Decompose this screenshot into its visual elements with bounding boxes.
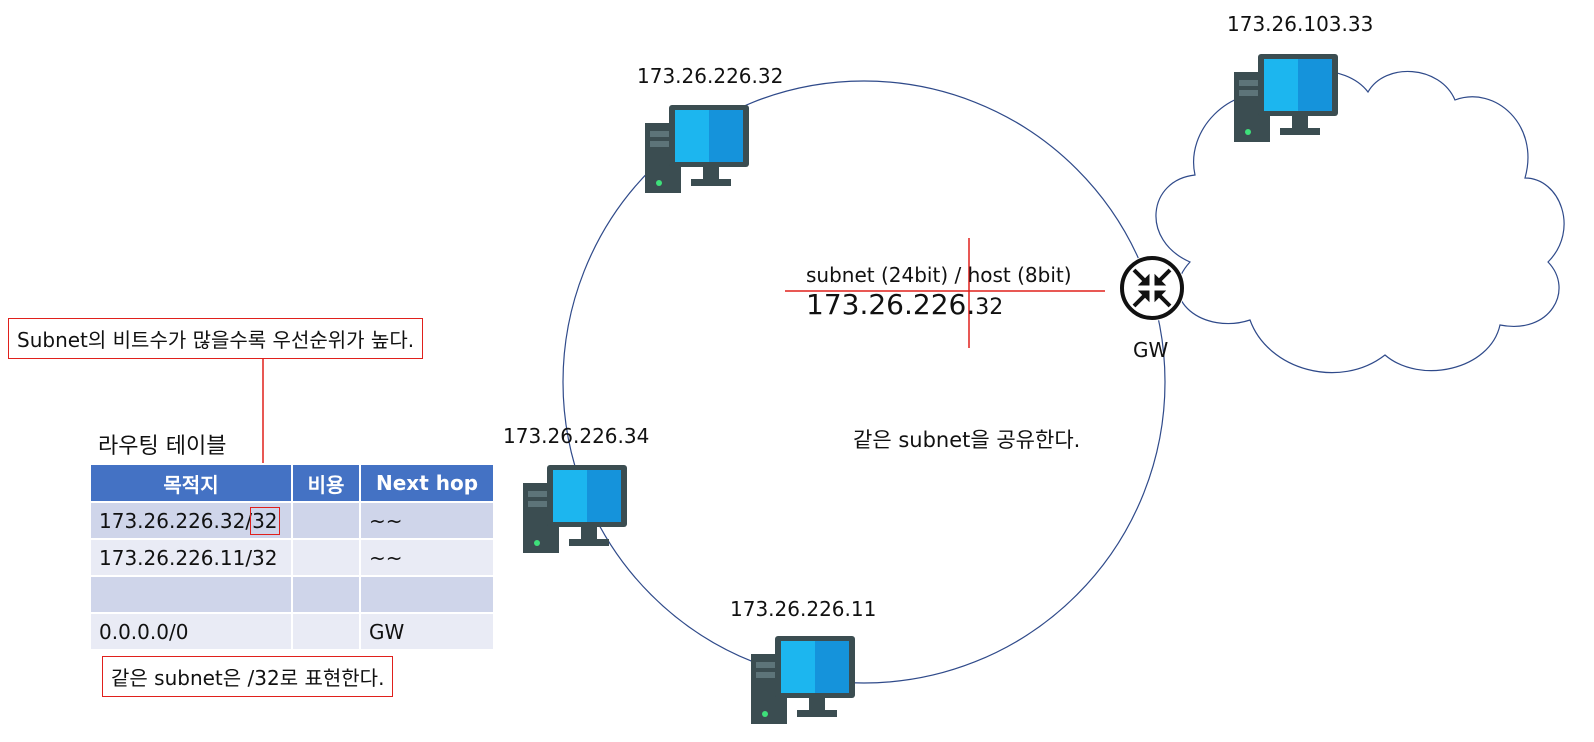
subnet-host-label: subnet (24bit) / host (8bit) [806,263,1072,287]
gateway-label: GW [1133,338,1169,362]
header-cost: 비용 [291,463,361,503]
shared-subnet-note: 같은 subnet을 공유한다. [853,428,1081,452]
example-ip-prefix: 173.26.226. [806,288,976,321]
computer-icon [751,636,855,724]
host-label-bottom: 173.26.226.11 [730,597,877,621]
dest-mask-highlight: 32 [250,506,280,535]
table-row: 173.26.226.32/32 ~~ [89,501,495,540]
same-subnet-note: 같은 subnet은 /32로 표현한다. [102,656,394,697]
priority-note: Subnet의 비트수가 많을수록 우선순위가 높다. [8,318,424,359]
routing-table: 목적지 비용 Next hop 173.26.226.32/32 ~~ 173.… [89,463,495,651]
cell-next-hop: ~~ [359,501,495,540]
cell-next-hop [359,575,495,614]
cell-dest: 0.0.0.0/0 [89,612,293,651]
subnet-ring [562,80,1166,684]
cell-cost [291,575,361,614]
cell-dest [89,575,293,614]
table-row: 173.26.226.11/32 ~~ [89,538,495,577]
cell-cost [291,612,361,651]
table-row [89,575,495,614]
computer-icon [645,105,749,193]
host-label-top: 173.26.226.32 [637,64,784,88]
router-icon [1119,255,1185,321]
example-ip-host: 32 [975,295,1004,320]
cell-cost [291,501,361,540]
cell-cost [291,538,361,577]
header-next-hop: Next hop [359,463,495,503]
computer-icon [523,465,627,553]
routing-table-title: 라우팅 테이블 [98,434,227,459]
host-label-remote: 173.26.103.33 [1227,12,1374,36]
example-ip: 173.26.226.32 [806,288,1003,321]
dest-prefix: 173.26.226.32/ [99,508,253,533]
internet-cloud [1155,70,1565,374]
table-row: 0.0.0.0/0 GW [89,612,495,651]
header-dest: 목적지 [89,463,293,503]
cell-next-hop: GW [359,612,495,651]
host-label-left: 173.26.226.34 [503,424,650,448]
cell-next-hop: ~~ [359,538,495,577]
cell-dest: 173.26.226.11/32 [89,538,293,577]
cell-dest: 173.26.226.32/32 [89,501,293,540]
